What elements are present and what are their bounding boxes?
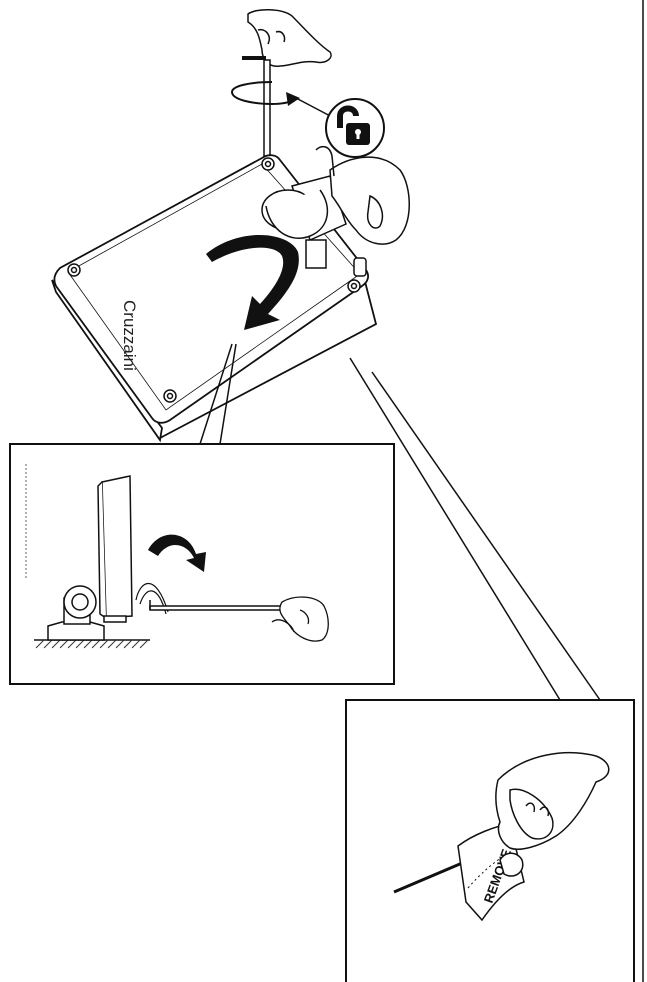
side-knob — [354, 258, 366, 276]
device-brand-label: Cruzzaini — [120, 300, 139, 371]
inset-remove-tab: REMOVE — [346, 700, 634, 982]
unlock-badge — [326, 99, 384, 157]
side-enclosure — [98, 476, 132, 622]
key-tool — [242, 56, 270, 156]
inset-side-view — [10, 444, 394, 684]
